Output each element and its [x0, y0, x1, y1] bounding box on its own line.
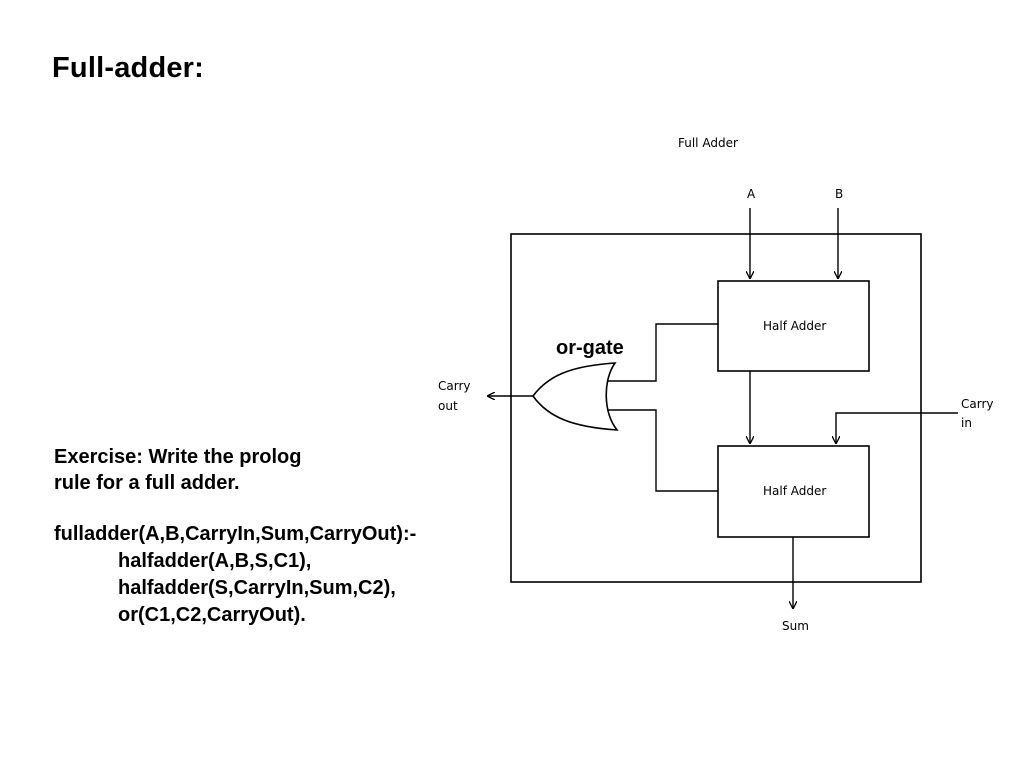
or-gate-shape: [532, 362, 619, 431]
carry-in-arrow: [836, 412, 958, 443]
or-gate-label: or-gate: [556, 337, 624, 359]
slide-title: Full-adder:: [52, 52, 205, 84]
exercise-text: Exercise: Write the prolog rule for a fu…: [54, 444, 301, 496]
c1-wire: [608, 323, 718, 382]
input-a-label: A: [747, 187, 756, 201]
code-head: fulladder(A,B,CarryIn,Sum,CarryOut):-: [54, 523, 417, 545]
half-adder-top-label: Half Adder: [763, 319, 826, 333]
input-b-label: B: [835, 187, 843, 201]
prolog-code: fulladder(A,B,CarryIn,Sum,CarryOut):- ha…: [54, 521, 416, 629]
carry-out-label-1: Carry: [438, 379, 471, 393]
sum-label: Sum: [782, 619, 809, 633]
half-adder-top: [717, 280, 870, 372]
exercise-line-2: rule for a full adder.: [54, 472, 240, 494]
half-adder-bottom: [717, 445, 870, 538]
code-line-1: halfadder(A,B,S,C1),: [118, 550, 312, 572]
carry-in-label-1: Carry: [961, 397, 994, 411]
carry-in-label-2: in: [961, 416, 972, 430]
carry-out-label-2: out: [438, 399, 458, 413]
half-adder-bottom-label: Half Adder: [763, 484, 826, 498]
code-line-2: halfadder(S,CarryIn,Sum,C2),: [118, 577, 396, 599]
diagram-title: Full Adder: [678, 136, 738, 150]
exercise-line-1: Exercise: Write the prolog: [54, 446, 302, 468]
c2-wire: [608, 409, 718, 492]
full-adder-box: [510, 233, 922, 583]
code-line-3: or(C1,C2,CarryOut).: [118, 604, 306, 626]
